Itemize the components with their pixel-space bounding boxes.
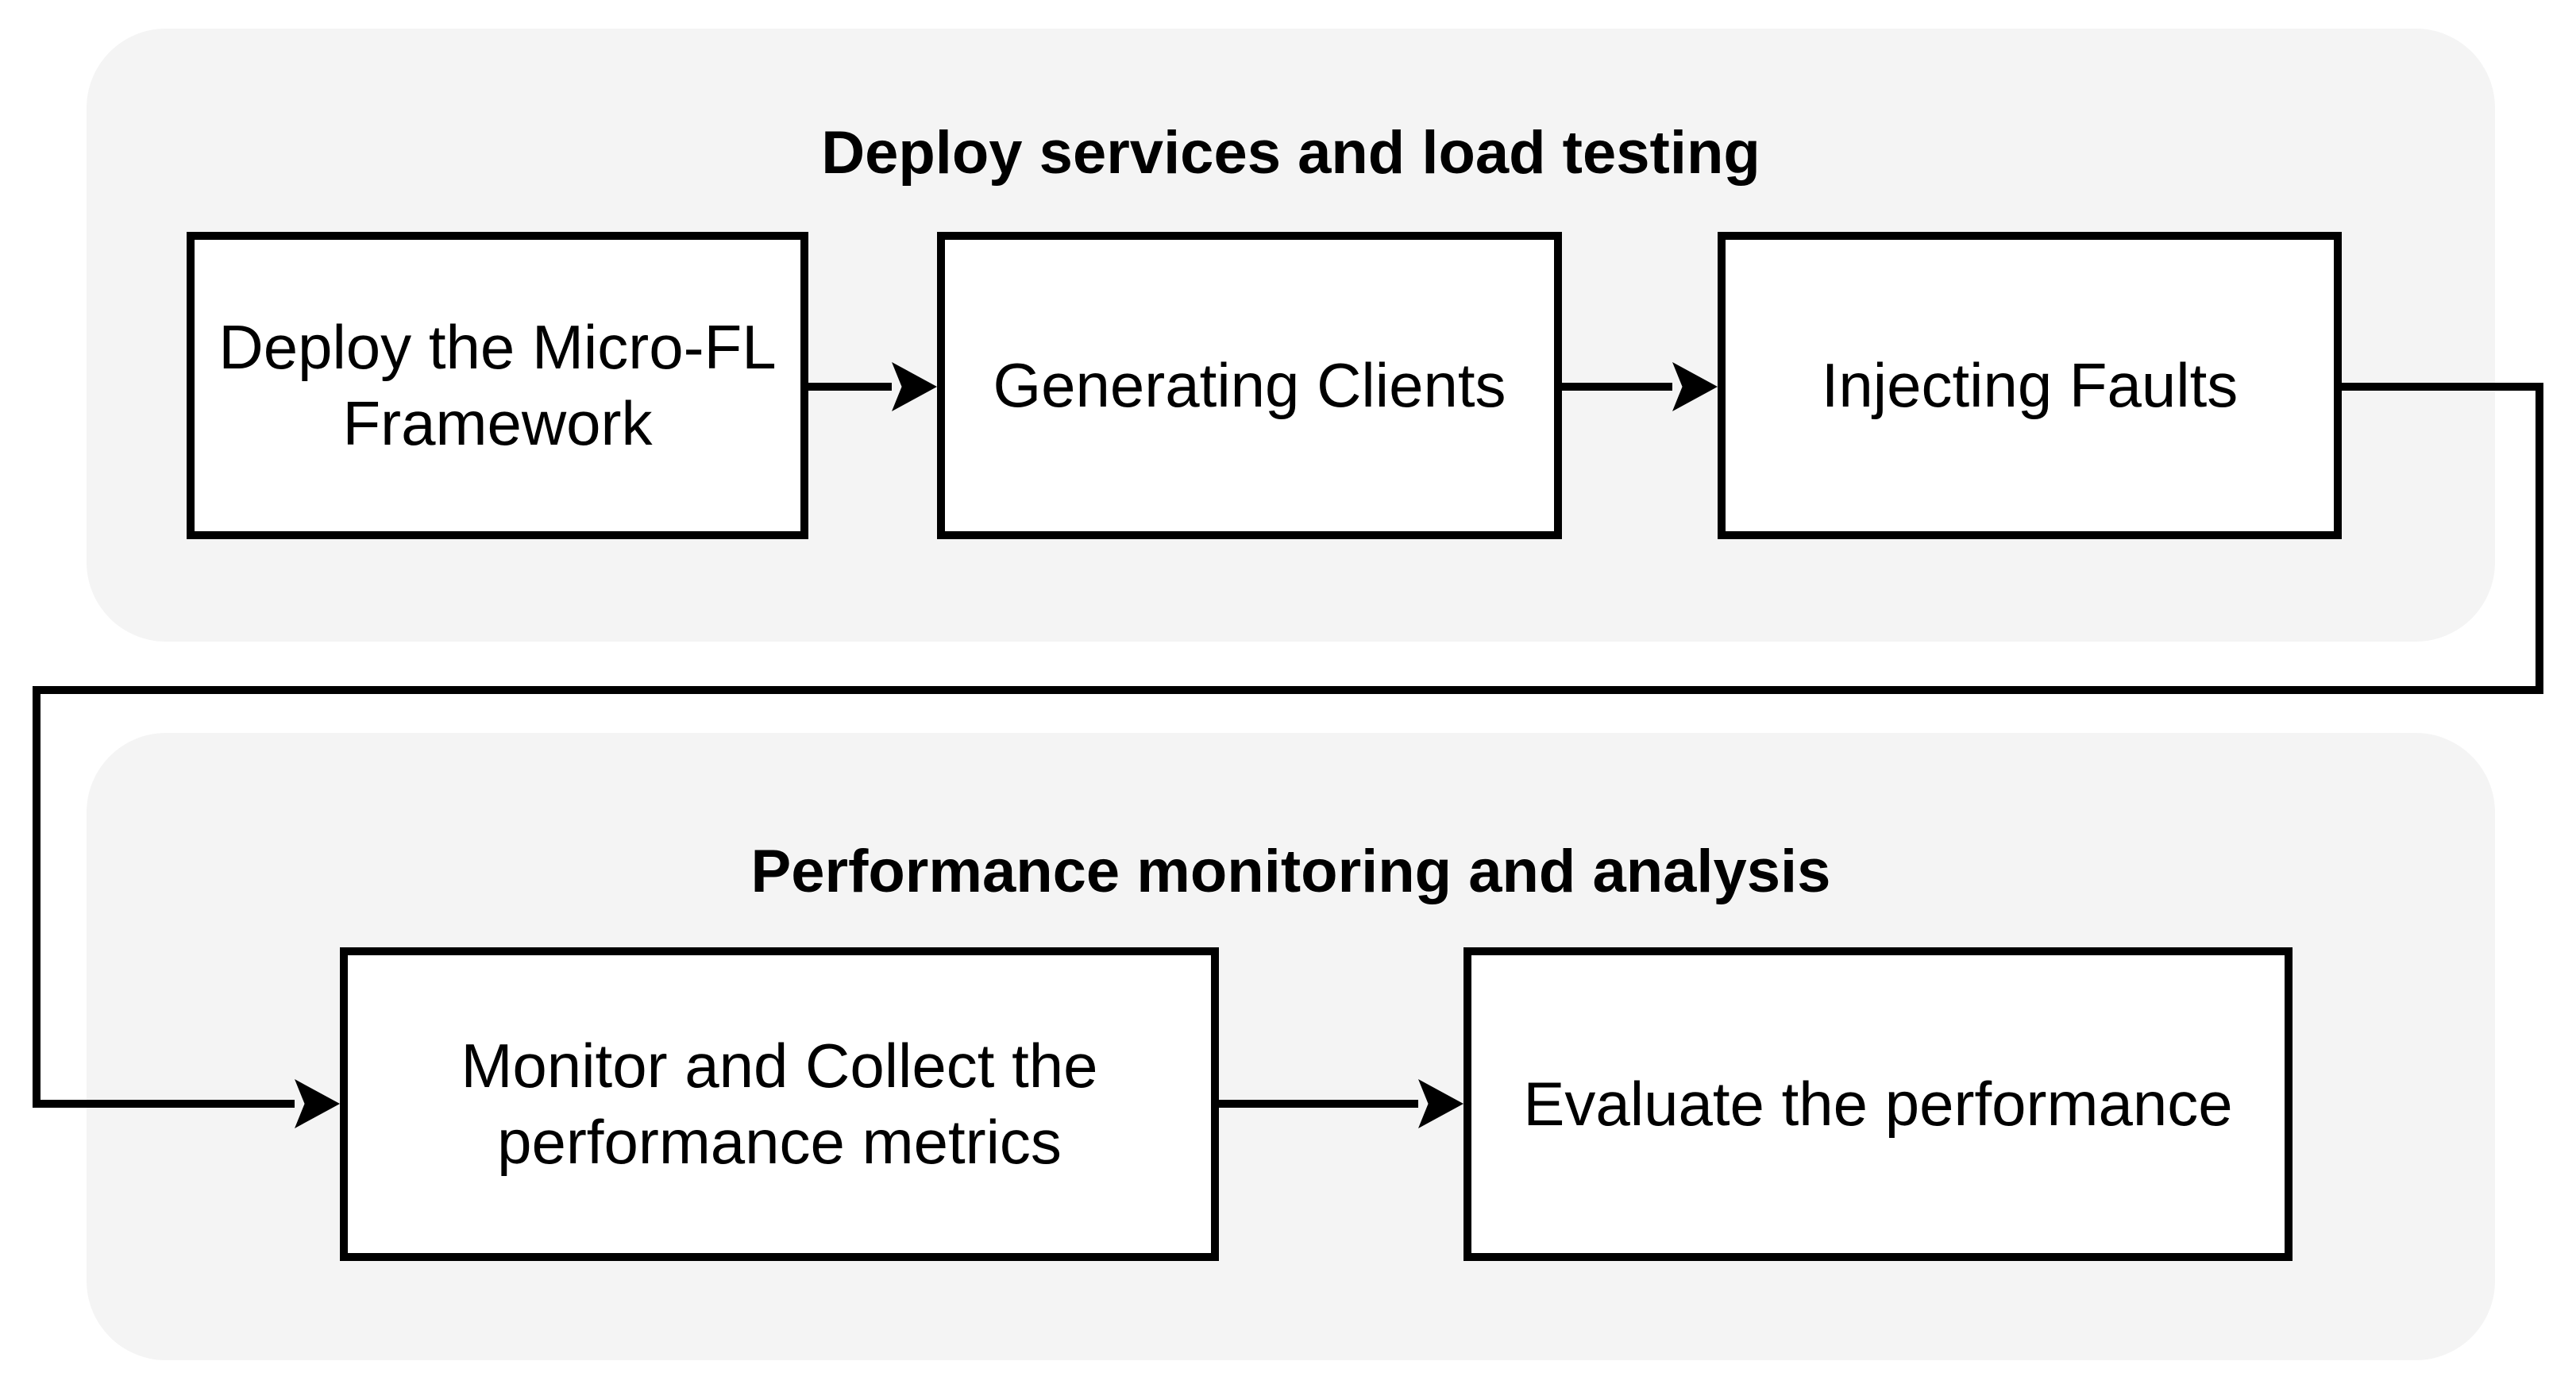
group-title-deploy-services: Deploy services and load testing — [821, 119, 1760, 187]
node-injecting-faults: Injecting Faults — [1718, 232, 2342, 539]
connector-faults-to-monitor-seg-west — [33, 686, 2543, 694]
node-deploy-framework: Deploy the Micro-FL Framework — [187, 232, 808, 539]
node-generating-clients: Generating Clients — [937, 232, 1562, 539]
connector-faults-to-monitor-seg-south-right — [2536, 383, 2543, 694]
connector-faults-to-monitor-seg-south-left — [33, 686, 40, 1108]
arrow-framework-to-clients-line — [808, 383, 892, 391]
node-deploy-framework-label: Deploy the Micro-FL Framework — [218, 312, 777, 458]
node-evaluate-performance-label: Evaluate the performance — [1523, 1068, 2233, 1139]
node-evaluate-performance: Evaluate the performance — [1463, 947, 2293, 1261]
arrow-monitor-to-evaluate-line — [1219, 1100, 1418, 1108]
node-injecting-faults-label: Injecting Faults — [1821, 349, 2239, 420]
arrow-clients-to-faults-line — [1562, 383, 1672, 391]
node-generating-clients-label: Generating Clients — [993, 349, 1506, 420]
node-monitor-collect-metrics-label: Monitor and Collect the performance metr… — [461, 1031, 1098, 1177]
group-title-performance-monitoring: Performance monitoring and analysis — [750, 838, 1831, 905]
node-monitor-collect-metrics: Monitor and Collect the performance metr… — [340, 947, 1219, 1261]
connector-faults-to-monitor-seg-east — [2342, 383, 2543, 391]
connector-faults-to-monitor-seg-east-into-box — [33, 1100, 295, 1108]
